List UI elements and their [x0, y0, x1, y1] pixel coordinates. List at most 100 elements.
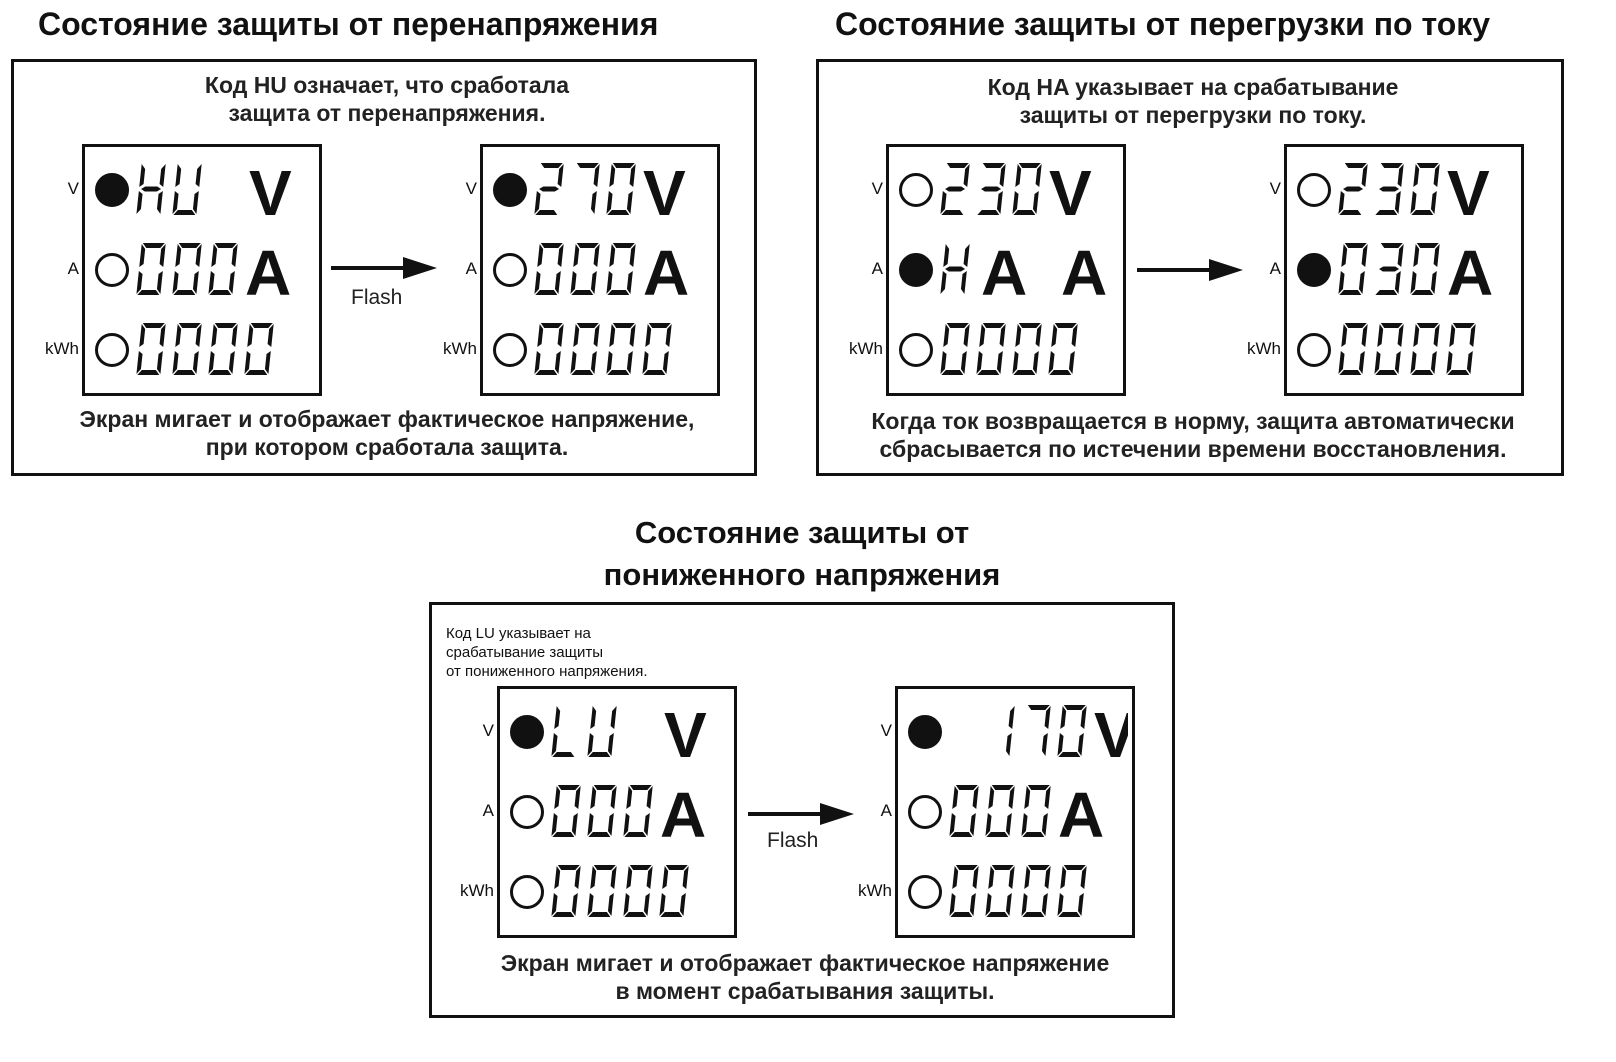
indicator-led-off-icon [1297, 173, 1331, 207]
seven-segment-digit [1338, 243, 1368, 295]
seven-segment-readout [949, 865, 1087, 917]
display-row [908, 857, 1128, 927]
segment [573, 244, 580, 267]
seven-segment-digit [587, 865, 617, 917]
segment [1433, 244, 1440, 267]
segment [1341, 324, 1348, 347]
segment [988, 786, 995, 809]
seven-segment-digit [940, 323, 970, 375]
segment [593, 164, 600, 187]
segment [1344, 163, 1367, 168]
segment [539, 186, 560, 192]
display-unit-letter: A [1447, 237, 1493, 305]
indicator-led-off-icon [95, 333, 129, 367]
undervoltage-top-note-line3: от пониженного напряжения. [446, 662, 648, 680]
seven-segment-digit [977, 163, 1006, 215]
segment [963, 324, 970, 347]
segment [1077, 893, 1084, 916]
segment [1048, 351, 1055, 374]
segment [159, 164, 166, 187]
segment [175, 244, 182, 267]
segment [192, 351, 199, 374]
segment [195, 164, 202, 187]
segment [593, 785, 616, 790]
segment [571, 370, 594, 375]
display-unit-letter: A [245, 237, 291, 305]
row-label: A [482, 801, 494, 820]
segment [985, 893, 992, 916]
segment [231, 244, 238, 267]
segment [593, 865, 616, 870]
seven-segment-digit [1374, 323, 1404, 375]
segment [175, 164, 182, 187]
seven-segment-digit [940, 163, 970, 215]
seven-segment-digit [606, 243, 636, 295]
seven-segment-digit [172, 164, 202, 215]
segment [244, 351, 251, 374]
segment [557, 164, 564, 187]
seven-segment-digit [551, 865, 581, 917]
segment [977, 370, 1000, 375]
segment [554, 351, 561, 374]
indicator-led-on-icon [493, 173, 527, 207]
segment [946, 323, 969, 328]
segment [645, 324, 652, 347]
segment [554, 786, 561, 809]
segment [1035, 164, 1042, 187]
segment [950, 912, 973, 917]
seven-segment-digit [534, 243, 564, 295]
segment [609, 244, 616, 267]
segment [1394, 191, 1401, 214]
segment [1361, 324, 1368, 347]
indicator-led-off-icon [510, 795, 544, 829]
segment [1338, 191, 1345, 214]
seven-segment-readout: A [1338, 237, 1493, 305]
segment [574, 866, 581, 889]
seven-segment-digit [244, 323, 274, 375]
segment [534, 351, 541, 374]
indicator-led-off-icon [493, 333, 527, 367]
segment [571, 290, 594, 295]
segment [136, 191, 143, 214]
row-label: V [880, 721, 892, 740]
segment [1012, 191, 1019, 214]
row-label: kWh [45, 339, 79, 358]
segment [142, 243, 165, 248]
segment [1339, 370, 1362, 375]
seven-segment-readout: A [551, 779, 706, 847]
segment [943, 324, 950, 347]
segment [1411, 210, 1434, 215]
segment [626, 786, 633, 809]
segment [576, 243, 599, 248]
segment [590, 786, 597, 809]
display-row: V [493, 155, 713, 225]
segment [999, 324, 1006, 347]
segment [1058, 912, 1081, 917]
indicator-led-off-icon [899, 333, 933, 367]
segment [642, 351, 649, 374]
segment [195, 244, 202, 267]
segment [1416, 243, 1439, 248]
segment [1058, 752, 1081, 757]
display-unit-letter: V [1447, 157, 1490, 225]
segment [173, 210, 196, 215]
segment [609, 324, 616, 347]
segment [623, 893, 630, 916]
row-label: V [465, 179, 477, 198]
segment [1411, 290, 1434, 295]
segment [1005, 733, 1012, 756]
segment [571, 893, 578, 916]
segment [1032, 351, 1039, 374]
segment [969, 813, 976, 836]
seven-segment-digit [208, 243, 238, 295]
seven-segment-readout: A [949, 779, 1104, 847]
segment [1413, 324, 1420, 347]
seven-segment-digit [1057, 865, 1087, 917]
segment [576, 323, 599, 328]
segment [626, 866, 633, 889]
segment [955, 785, 978, 790]
undervoltage-top-note: Код LU указывает на срабатывание защиты … [446, 625, 648, 681]
segment [988, 866, 995, 889]
